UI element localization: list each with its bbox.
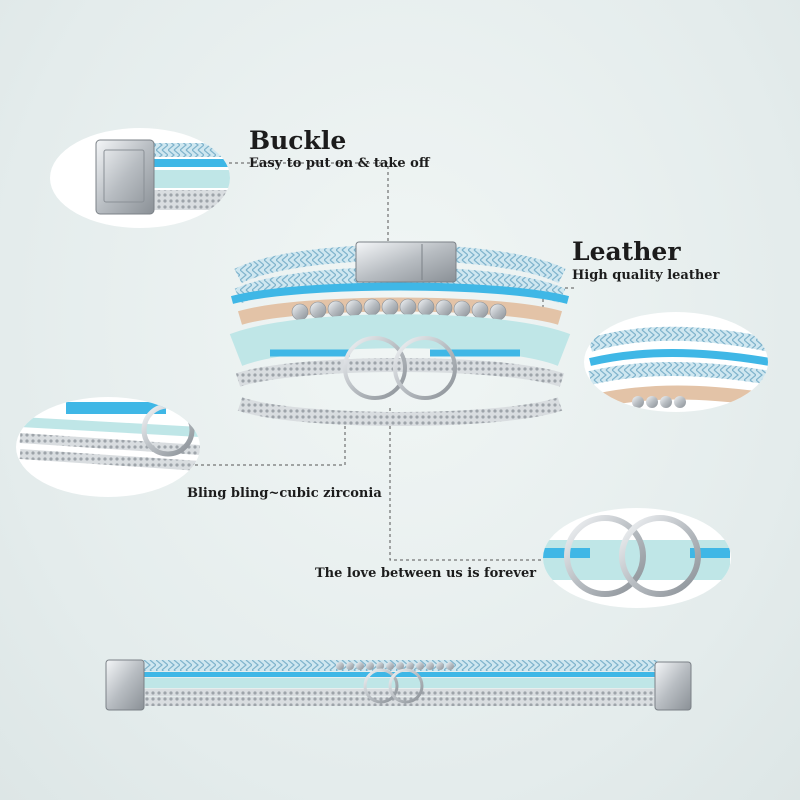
buckle-detail-bubble <box>50 128 230 228</box>
leather-title: Leather <box>572 237 681 266</box>
flat-bracelet <box>105 659 692 711</box>
leather-subtitle: High quality leather <box>572 268 720 283</box>
buckle-subtitle: Easy to put on & take off <box>249 156 430 171</box>
main-bracelet <box>229 241 571 426</box>
leather-detail-bubble <box>584 312 768 412</box>
love-subtitle: The love between us is forever <box>315 566 537 581</box>
circles-detail-bubble <box>543 508 731 608</box>
zirconia-subtitle: Bling bling~cubic zirconia <box>187 486 382 501</box>
zirconia-detail-bubble <box>16 397 200 497</box>
buckle-title: Buckle <box>249 126 347 155</box>
